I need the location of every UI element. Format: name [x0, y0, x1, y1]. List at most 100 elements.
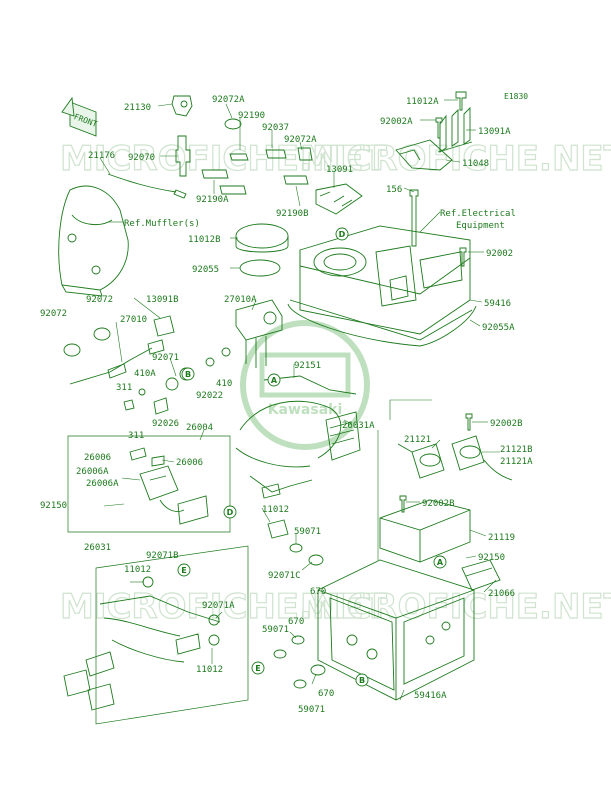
- callout-B-top: B: [181, 367, 195, 381]
- spark-plug: [175, 135, 191, 177]
- muffler-assembly: [58, 185, 129, 297]
- label-92071C: 92071C: [268, 571, 301, 581]
- svg-text:D: D: [227, 508, 234, 517]
- label-59416A: 59416A: [414, 691, 447, 701]
- watermark-top-right: MICROFICHE.NET: [300, 139, 611, 179]
- spark-plug-cap: [171, 95, 193, 117]
- clamps-and-tubes: [201, 118, 363, 215]
- cap-13091B: [153, 315, 175, 337]
- label-13091A: 13091A: [478, 127, 511, 137]
- label-92071: 92071: [152, 353, 179, 363]
- watermark-bottom: MICROFICHE.NET: [60, 587, 388, 627]
- label-11012B: 11012B: [188, 235, 221, 245]
- label-92026: 92026: [152, 419, 179, 429]
- label-21121A: 21121A: [500, 457, 533, 467]
- watermark-bottom-right: MICROFICHE.NET: [300, 587, 611, 627]
- svg-text:A: A: [437, 558, 444, 567]
- label-670-b: 670: [288, 617, 304, 627]
- label-11048: 11048: [462, 159, 489, 169]
- clamps-92072: [63, 327, 111, 357]
- callout-E-bottom: E: [251, 661, 265, 675]
- switch-27010A: [235, 299, 283, 368]
- regulator-26006A: [139, 465, 209, 525]
- label-92072A-top: 92072A: [212, 95, 245, 105]
- callout-A-top: A: [267, 373, 281, 387]
- label-27010: 27010: [120, 315, 147, 325]
- bracket-11048: [395, 139, 453, 171]
- diagram-code: E1830: [504, 92, 528, 101]
- label-92190: 92190: [238, 111, 265, 121]
- label-21130: 21130: [124, 103, 151, 113]
- label-26006A-a: 26006A: [76, 467, 109, 477]
- svg-text:D: D: [339, 230, 346, 239]
- label-13091B: 13091B: [146, 295, 179, 305]
- label-92071B: 92071B: [146, 551, 179, 561]
- label-670-c: 670: [318, 689, 334, 699]
- label-21066: 21066: [488, 589, 515, 599]
- callout-E-mid: E: [177, 563, 191, 577]
- cap-11012B: [235, 223, 289, 253]
- label-26004: 26004: [186, 423, 213, 433]
- label-ref-electrical: Ref.Electrical: [440, 209, 516, 219]
- callout-D-top: D: [335, 227, 349, 241]
- label-92037: 92037: [262, 123, 289, 133]
- box-21119: [379, 499, 471, 563]
- svg-text:E: E: [181, 566, 186, 575]
- svg-text:B: B: [185, 370, 191, 379]
- electric-case-cover: [287, 225, 477, 347]
- label-26006-b: 26006: [176, 458, 203, 468]
- o-ring-92055: [239, 259, 281, 277]
- label-92055A: 92055A: [482, 323, 515, 333]
- label-21176: 21176: [88, 151, 115, 161]
- svg-text:E: E: [255, 664, 260, 673]
- ignition-coil-21121: [397, 435, 513, 481]
- electric-case-59416A: [317, 559, 475, 701]
- sub-harness-26031: [63, 576, 221, 711]
- leader-lines: [99, 99, 500, 701]
- label-26031A: 26031A: [342, 421, 375, 431]
- label-670-a: 670: [310, 587, 326, 597]
- callout-A-bottom: A: [433, 555, 447, 569]
- label-13091: 13091: [326, 165, 353, 175]
- label-311-a: 311: [116, 383, 132, 393]
- label-59416: 59416: [484, 299, 511, 309]
- label-11012-b: 11012: [124, 565, 151, 575]
- label-92071A: 92071A: [202, 601, 235, 611]
- label-156: 156: [386, 185, 402, 195]
- bolt-92002A: [435, 117, 443, 139]
- label-92072-a: 92072: [86, 295, 113, 305]
- label-26031: 26031: [84, 543, 111, 553]
- lead-27010: [69, 339, 165, 385]
- label-92190A: 92190A: [196, 195, 229, 205]
- label-92072-b: 92072: [40, 309, 67, 319]
- svg-text:B: B: [359, 676, 365, 685]
- label-92002A: 92002A: [380, 117, 413, 127]
- part-labels: 21130 92072A 92190 92037 92072A 21176 92…: [40, 95, 533, 715]
- svg-text:A: A: [271, 376, 278, 385]
- label-92002B-b: 92002B: [422, 499, 455, 509]
- frame-26004: [67, 435, 231, 533]
- bolt-156: [409, 189, 419, 247]
- label-410A: 410A: [134, 369, 156, 379]
- label-92002: 92002: [486, 249, 513, 259]
- callout-B-bottom: B: [355, 673, 369, 687]
- label-311-b: 311: [128, 431, 144, 441]
- front-arrow: FRONT: [61, 96, 99, 137]
- label-92190B: 92190B: [276, 209, 309, 219]
- label-26006-a: 26006: [84, 453, 111, 463]
- watermark-top: MICROFICHE.NET: [60, 139, 388, 179]
- label-92150-a: 92150: [40, 501, 67, 511]
- label-11012-a: 11012: [262, 505, 289, 515]
- label-92070: 92070: [128, 153, 155, 163]
- grommets: [267, 519, 326, 689]
- label-92022: 92022: [196, 391, 223, 401]
- label-92072A-2: 92072A: [284, 135, 317, 145]
- label-11012A: 11012A: [406, 97, 439, 107]
- relay-21066: [461, 559, 501, 591]
- logo-text: Kawasaki: [268, 402, 343, 418]
- bolts-92002B: [399, 413, 473, 513]
- label-92002B-a: 92002B: [490, 419, 523, 429]
- label-21121B: 21121B: [500, 445, 533, 455]
- label-11012-c: 11012: [196, 665, 223, 675]
